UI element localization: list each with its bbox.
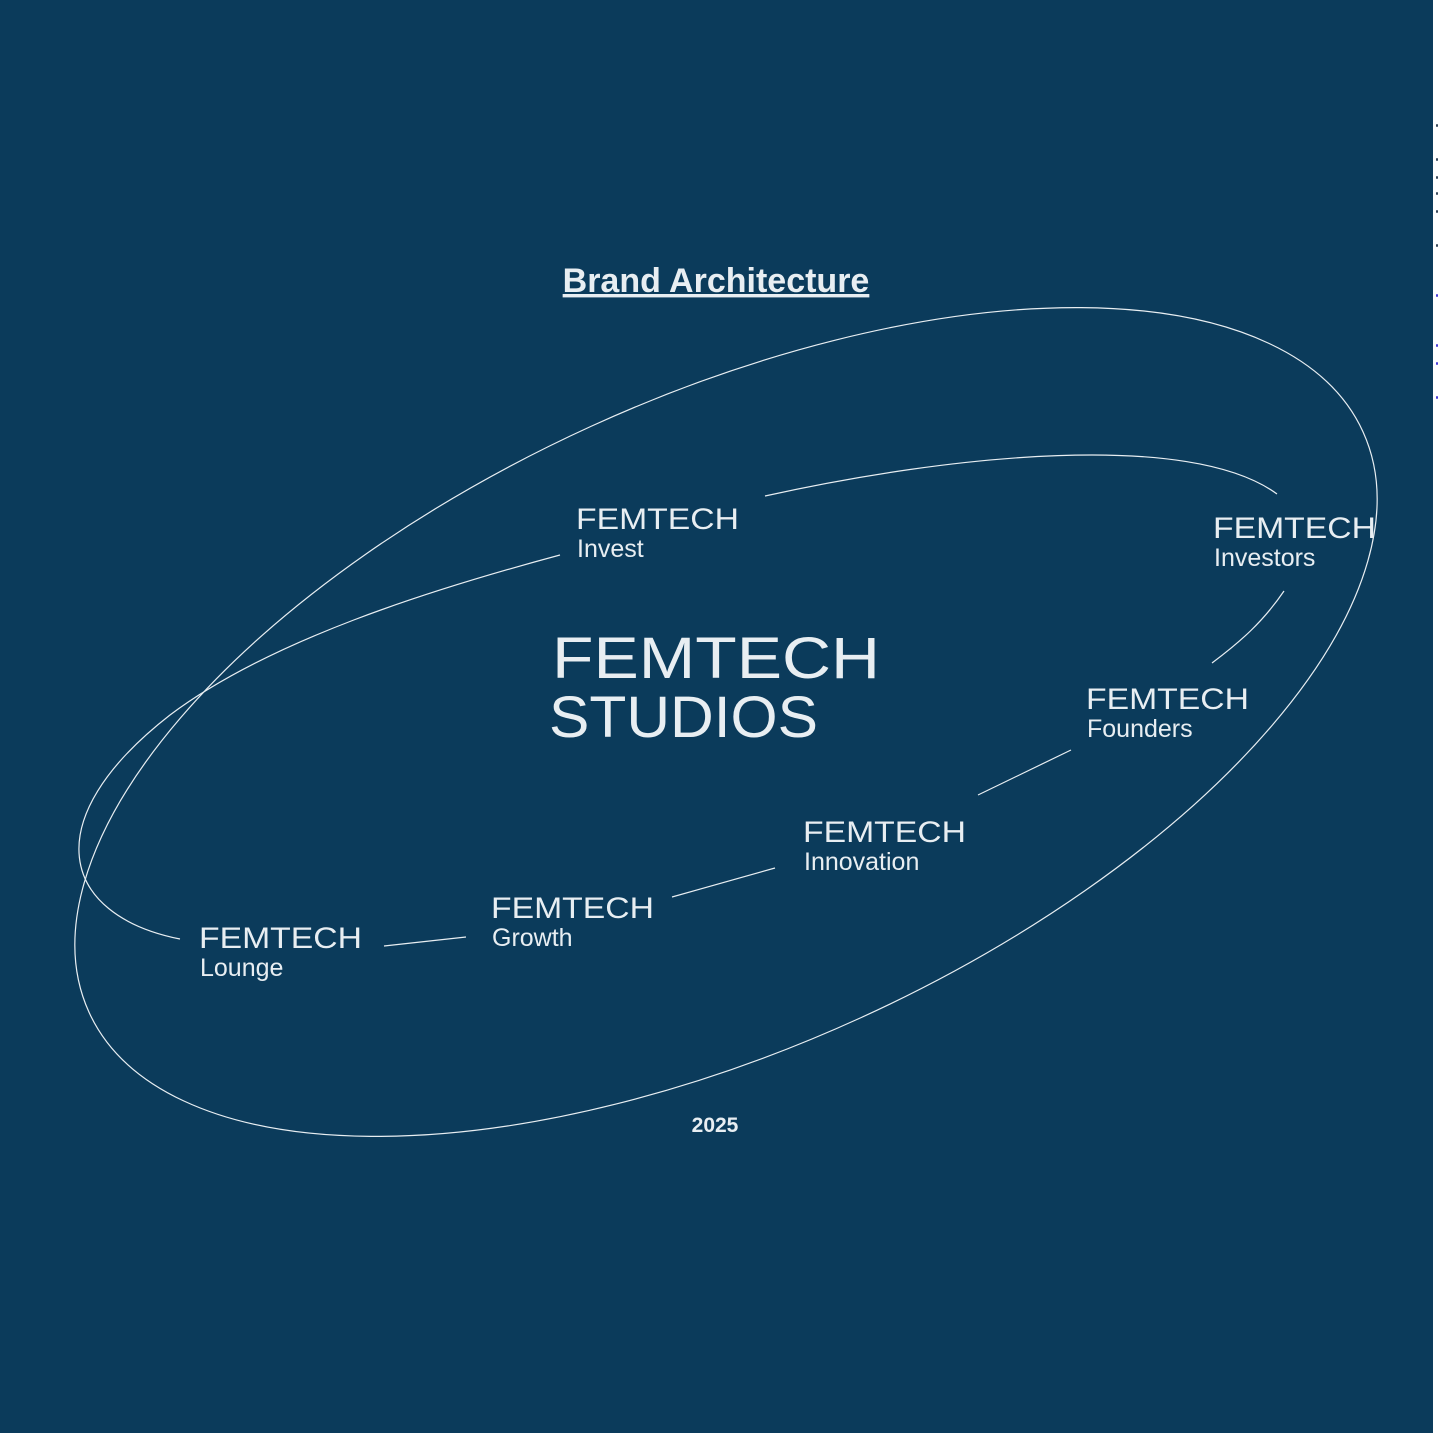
sub-brand-growth: FEMTECH Growth [491,892,654,952]
rail-dot [1436,124,1438,127]
sub-brand-wordmark: FEMTECH [803,816,966,849]
page-edge-rail [1433,0,1440,1433]
connector-innovation-growth [671,867,776,898]
sub-brand-name: Founders [1087,715,1193,743]
center-logo-wordmark: FEMTECH [552,626,880,691]
rail-dot [1436,192,1438,195]
rail-dot [1436,210,1438,213]
connector-founders-innovation [977,749,1072,796]
rail-dot [1436,344,1438,347]
outer-orbit-ring [74,307,1378,1137]
femtech-studios-logo: FEMTECH STUDIOS [549,626,880,750]
sub-brand-innovation: FEMTECH Innovation [803,816,966,876]
connector-growth-lounge [383,936,467,947]
sub-brand-wordmark: FEMTECH [199,922,362,955]
sub-brand-lounge: FEMTECH Lounge [199,922,362,982]
sub-brand-name: Invest [577,535,644,563]
rail-dot [1436,176,1438,179]
rail-dot [1436,362,1438,365]
sub-brand-founders: FEMTECH Founders [1086,683,1249,743]
sub-brand-name: Lounge [200,954,283,982]
page-title[interactable]: Brand Architecture [563,262,870,300]
connector-investors-founders [1211,590,1285,664]
sub-brand-wordmark: FEMTECH [1213,512,1376,545]
rail-dot [1436,396,1438,399]
sub-brand-wordmark: FEMTECH [1086,683,1249,716]
sub-brand-wordmark: FEMTECH [491,892,654,925]
footer-year: 2025 [692,1114,739,1137]
rail-dot [1436,294,1438,297]
rail-dot [1436,244,1438,247]
center-logo-subline: STUDIOS [549,685,818,750]
sub-brand-name: Investors [1214,544,1315,572]
sub-brand-wordmark: FEMTECH [576,503,739,536]
rail-dot [1436,158,1438,161]
sub-brand-invest: FEMTECH Invest [576,503,739,563]
connector-invest-investors [764,454,1278,497]
inner-orbit-arc [78,554,561,940]
sub-brand-investors: FEMTECH Investors [1213,512,1376,572]
sub-brand-name: Innovation [804,848,919,876]
sub-brand-name: Growth [492,924,573,952]
